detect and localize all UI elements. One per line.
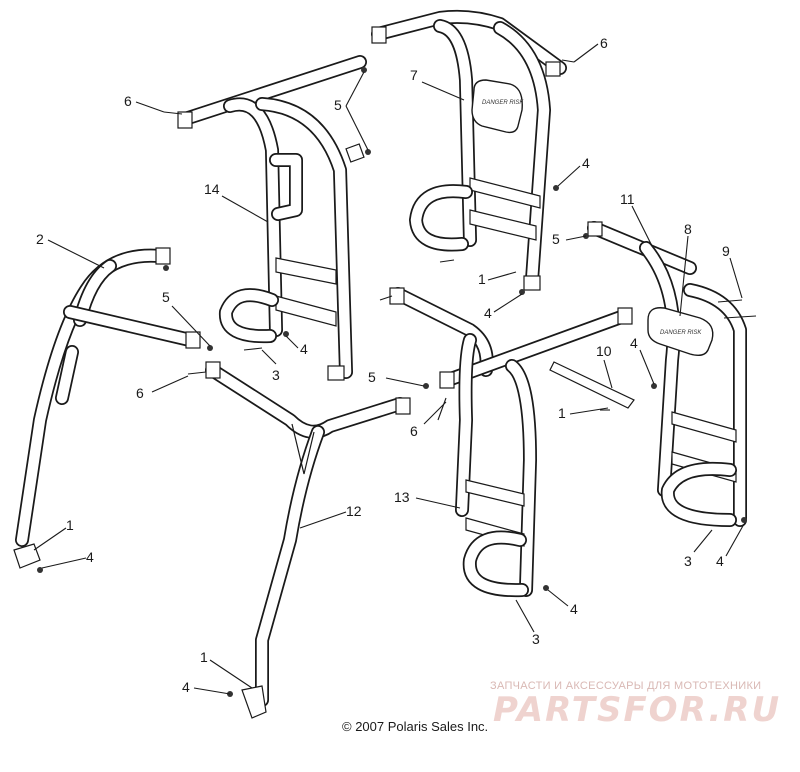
callout-1: 1: [478, 271, 486, 287]
callout-6: 6: [124, 93, 132, 109]
callout-2: 2: [36, 231, 44, 247]
callout-1: 1: [200, 649, 208, 665]
callout-13: 13: [394, 489, 410, 505]
callout-4: 4: [716, 553, 724, 569]
callout-4: 4: [300, 341, 308, 357]
part-7-rear-right-frame: DANGER RISK: [371, 9, 567, 291]
callout-14: 14: [204, 181, 220, 197]
callout-4: 4: [484, 305, 492, 321]
callout-6: 6: [136, 385, 144, 401]
part-14-rear-left-frame: [177, 55, 367, 381]
callout-8: 8: [684, 221, 692, 237]
watermark-brand: PARTSFOR.RU: [493, 690, 782, 730]
copyright-notice: © 2007 Polaris Sales Inc.: [342, 719, 489, 734]
callout-3: 3: [272, 367, 280, 383]
callout-1: 1: [558, 405, 566, 421]
leader-lines: [33, 43, 745, 695]
callout-4: 4: [630, 335, 638, 351]
callout-12: 12: [346, 503, 362, 519]
callout-5: 5: [368, 369, 376, 385]
callout-5: 5: [552, 231, 560, 247]
callout-5: 5: [334, 97, 342, 113]
part-2-front-left-loop: [13, 247, 201, 569]
callout-4: 4: [86, 549, 94, 565]
hardware-fasteners: [37, 59, 757, 697]
part-13-center-frame: [389, 287, 633, 598]
callout-1: 1: [66, 517, 74, 533]
callout-7: 7: [410, 67, 418, 83]
callout-3: 3: [684, 553, 692, 569]
callout-4: 4: [182, 679, 190, 695]
part-10-bracket: [549, 361, 635, 409]
callout-6: 6: [600, 35, 608, 51]
pad-label-7: DANGER RISK: [482, 100, 524, 106]
callout-5: 5: [162, 289, 170, 305]
callout-4: 4: [570, 601, 578, 617]
callout-3: 3: [532, 631, 540, 647]
callout-9: 9: [722, 243, 730, 259]
callout-4: 4: [582, 155, 590, 171]
watermark-tagline: ЗАПЧАСТИ И АКСЕССУАРЫ ДЛЯ МОТОТЕХНИКИ: [490, 680, 762, 692]
pad-label-8: DANGER RISK: [660, 330, 702, 336]
callout-labels: 6 7 6 5 14 4 2 5 11 8 9 5 1 4 5 4 3 6 10…: [36, 35, 730, 695]
callout-11: 11: [620, 191, 635, 207]
callout-6: 6: [410, 423, 418, 439]
callout-10: 10: [596, 343, 612, 359]
part-11-right-frame: DANGER RISK: [587, 221, 747, 527]
part-12-front-right-loop: [205, 361, 411, 719]
